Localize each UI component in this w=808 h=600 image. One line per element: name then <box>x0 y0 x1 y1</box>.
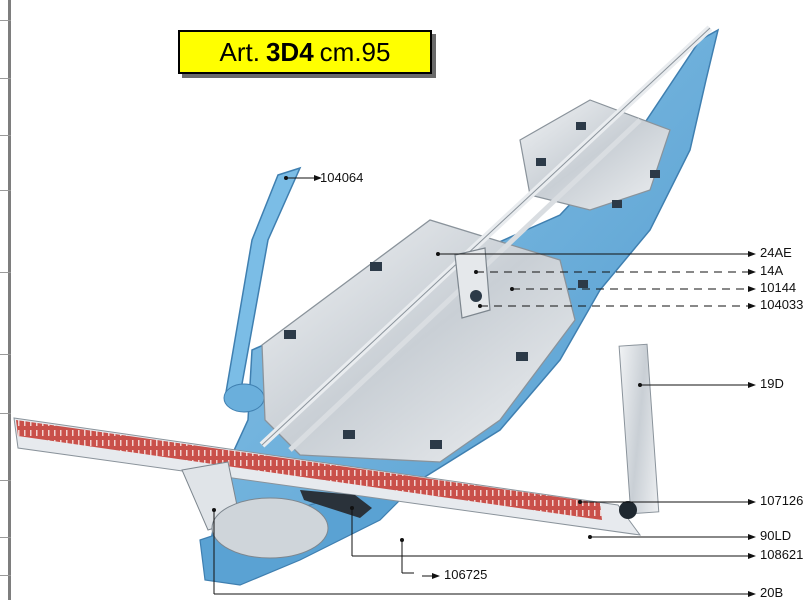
callout-wheel-pin: 104033 <box>760 297 804 312</box>
rule-tick <box>0 575 11 576</box>
stop-lever <box>300 490 372 518</box>
callout-guide-bar: 90LD <box>760 528 792 543</box>
title-prefix: Art. <box>219 36 260 67</box>
callout-stop-lever: 108621 <box>760 547 804 562</box>
rule-tick <box>0 480 11 481</box>
plate-slot <box>576 122 586 130</box>
bed-slot <box>343 430 355 439</box>
plate-slot <box>536 158 546 166</box>
rule-tick <box>0 135 11 136</box>
scoring-wheel <box>470 290 482 302</box>
bed-slot <box>578 280 588 288</box>
callout-arrowheads <box>212 175 756 597</box>
rule-tick <box>0 413 11 414</box>
callout-bracket: 20B <box>760 585 784 600</box>
metal-bed <box>261 219 576 463</box>
callout-square: 19D <box>760 376 784 391</box>
callout-foot: 106725 <box>444 567 488 582</box>
title-suffix: cm.95 <box>319 36 391 67</box>
rule-tick <box>0 272 11 273</box>
rule-tick <box>0 20 11 21</box>
plate-slot <box>612 200 622 208</box>
protractor-disk <box>211 497 329 559</box>
rule-tick <box>0 354 11 355</box>
plate-slot <box>650 170 660 178</box>
rule-tick <box>0 537 11 538</box>
callout-handle: 104064 <box>320 170 364 185</box>
bed-slot <box>370 262 382 271</box>
callout-rail-top: 24AE <box>760 245 792 260</box>
rule-tick <box>0 78 11 79</box>
callout-scorer: 14A <box>760 263 784 278</box>
title-model: 3D4 <box>265 36 314 67</box>
bed-slot <box>430 440 442 449</box>
square-knob <box>619 501 637 519</box>
bed-slot <box>284 330 296 339</box>
handle-pivot <box>223 383 265 413</box>
ruler-scale <box>16 420 602 520</box>
callout-square-knob: 107126 <box>760 493 804 508</box>
page-edge-rule <box>0 0 11 600</box>
scoring-carriage <box>454 247 491 319</box>
rule-tick <box>0 190 11 191</box>
guide-rail-upper-edge <box>261 27 711 446</box>
callout-wheel-holder: 10144 <box>760 280 797 295</box>
square-arm <box>618 343 660 515</box>
model-title-box: Art. 3D4 cm.95 <box>178 30 432 74</box>
callout-lines <box>213 177 748 595</box>
bed-slot <box>516 352 528 361</box>
